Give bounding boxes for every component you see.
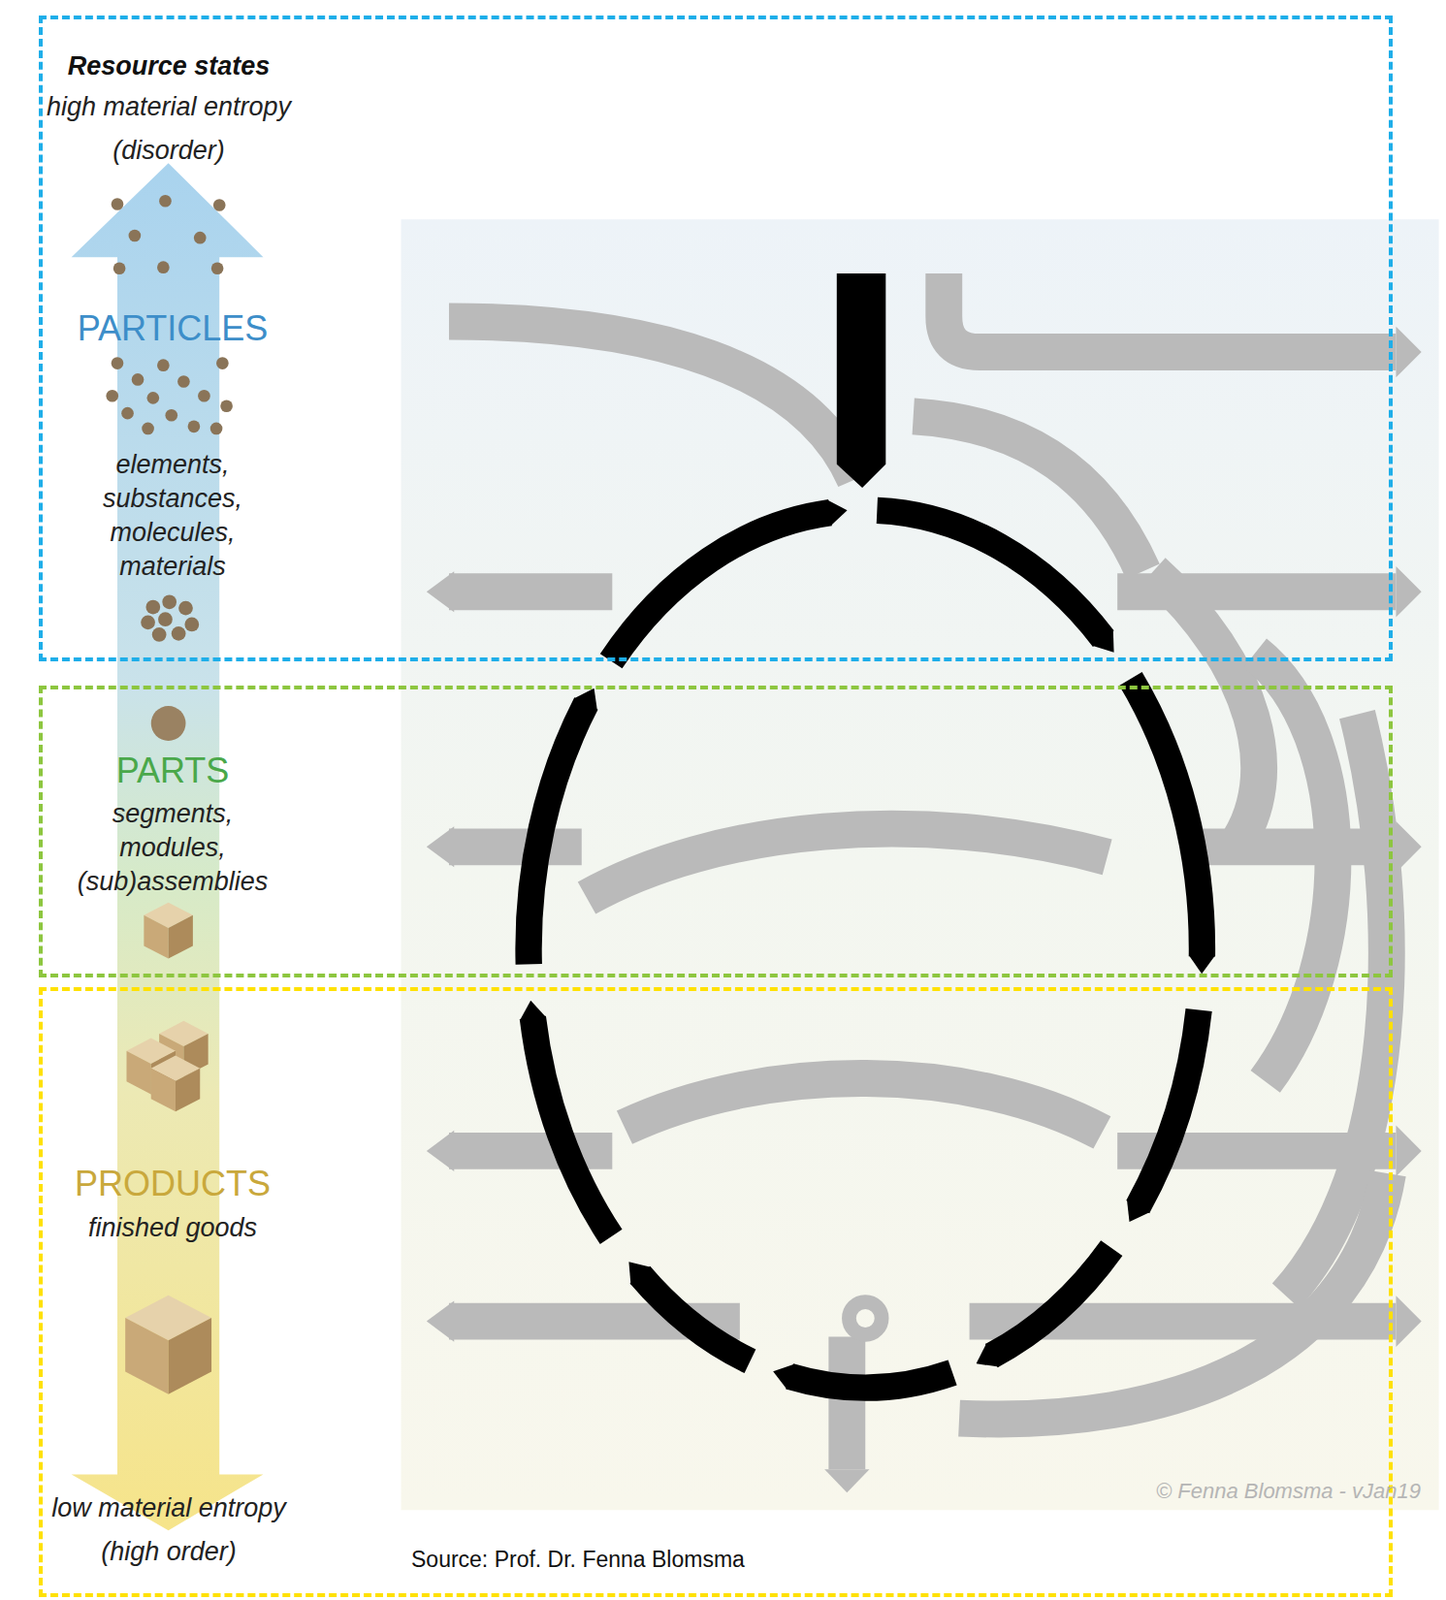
tier-name: PRODUCTS [46, 1163, 299, 1205]
flow-tail [426, 571, 454, 612]
flow-arrowhead [824, 1469, 869, 1493]
tier-description: segments, modules, (sub)assemblies [64, 797, 283, 900]
particle-dot [211, 261, 225, 275]
cycle-segment [991, 1248, 1112, 1356]
panel-background [401, 219, 1440, 1511]
cycle-segment [640, 1275, 751, 1362]
flow-band [959, 1173, 1388, 1420]
particle-dot [213, 198, 226, 212]
flow-band [1254, 652, 1333, 1082]
axis-heading: Resource states [23, 50, 315, 82]
flow-tail [426, 826, 454, 868]
particle-dot [164, 409, 178, 422]
flow-arrowhead [1395, 1295, 1421, 1348]
particle-clump [171, 626, 187, 642]
flow-band [913, 416, 1144, 572]
flow-arrowhead [1395, 566, 1421, 618]
particle-dot [113, 261, 127, 275]
flow-band [943, 273, 1396, 353]
inflow-arrow [836, 273, 887, 488]
particle-dot [157, 260, 170, 274]
particle-dot [197, 389, 211, 403]
part-cube [143, 902, 193, 960]
flow-band [828, 1336, 866, 1470]
tier-name: PARTICLES [46, 308, 299, 350]
cycle-segment [876, 510, 1103, 639]
particle-dot [188, 420, 201, 434]
cycle-segment [789, 1373, 953, 1388]
axis-end-label: high material entropy (disorder) [23, 85, 315, 173]
flow-band [449, 1132, 612, 1170]
watermark: © Fenna Blomsma - vJan19 [1081, 1478, 1421, 1505]
particle-clump [152, 627, 167, 643]
product-cube [125, 1295, 212, 1395]
particle-sphere [151, 706, 187, 741]
flow-band [1198, 828, 1396, 866]
tier-description: finished goods [32, 1211, 314, 1246]
particle-dot [220, 399, 233, 413]
flow-tail [426, 1130, 454, 1172]
particle-dot [193, 231, 207, 245]
flow-band [449, 321, 856, 480]
particle-dot [159, 194, 172, 208]
flow-band [1117, 573, 1396, 611]
particle-dot [157, 358, 170, 372]
particle-dot [210, 422, 224, 436]
cycle-segment [1130, 678, 1203, 958]
particle-clump [140, 614, 156, 630]
cycle-segment [528, 703, 586, 964]
particle-clump [158, 611, 173, 627]
flow-band [449, 828, 582, 866]
particle-clump [145, 600, 161, 615]
particle-clump [178, 601, 193, 616]
particle-dot [216, 356, 229, 370]
particle-dot [111, 197, 125, 211]
flow-tail [426, 1301, 454, 1343]
cycle-segment [610, 513, 831, 662]
product-cube [151, 1056, 201, 1113]
particle-dot [177, 375, 191, 388]
tier-name: PARTS [46, 750, 299, 792]
particle-dot [111, 356, 125, 370]
flow-loop [848, 1302, 882, 1336]
particle-dot [128, 229, 142, 243]
cycle-segment [1137, 1010, 1199, 1208]
particle-dot [141, 422, 155, 436]
flow-band [449, 573, 612, 611]
cycle-segment [532, 1017, 611, 1237]
tier-description: elements, substances, molecules, materia… [88, 448, 258, 584]
flow-arrowhead [1395, 821, 1421, 873]
flow-band [1153, 571, 1259, 847]
axis-end-label: low material entropy (high order) [28, 1486, 310, 1575]
flow-arrowhead [1395, 1125, 1421, 1178]
flow-arrowhead [1395, 326, 1421, 379]
particle-dot [121, 407, 134, 420]
particle-clump [161, 594, 177, 610]
flow-band [624, 1078, 1102, 1133]
particle-dot [105, 389, 119, 403]
source-caption: Source: Prof. Dr. Fenna Blomsma [411, 1545, 745, 1574]
particle-dot [131, 373, 145, 386]
particle-clump [184, 617, 199, 633]
particle-dot [147, 391, 161, 405]
flow-band [586, 829, 1108, 899]
tier-band: PARTS segments, modules, (sub)assemblies [38, 685, 1393, 978]
